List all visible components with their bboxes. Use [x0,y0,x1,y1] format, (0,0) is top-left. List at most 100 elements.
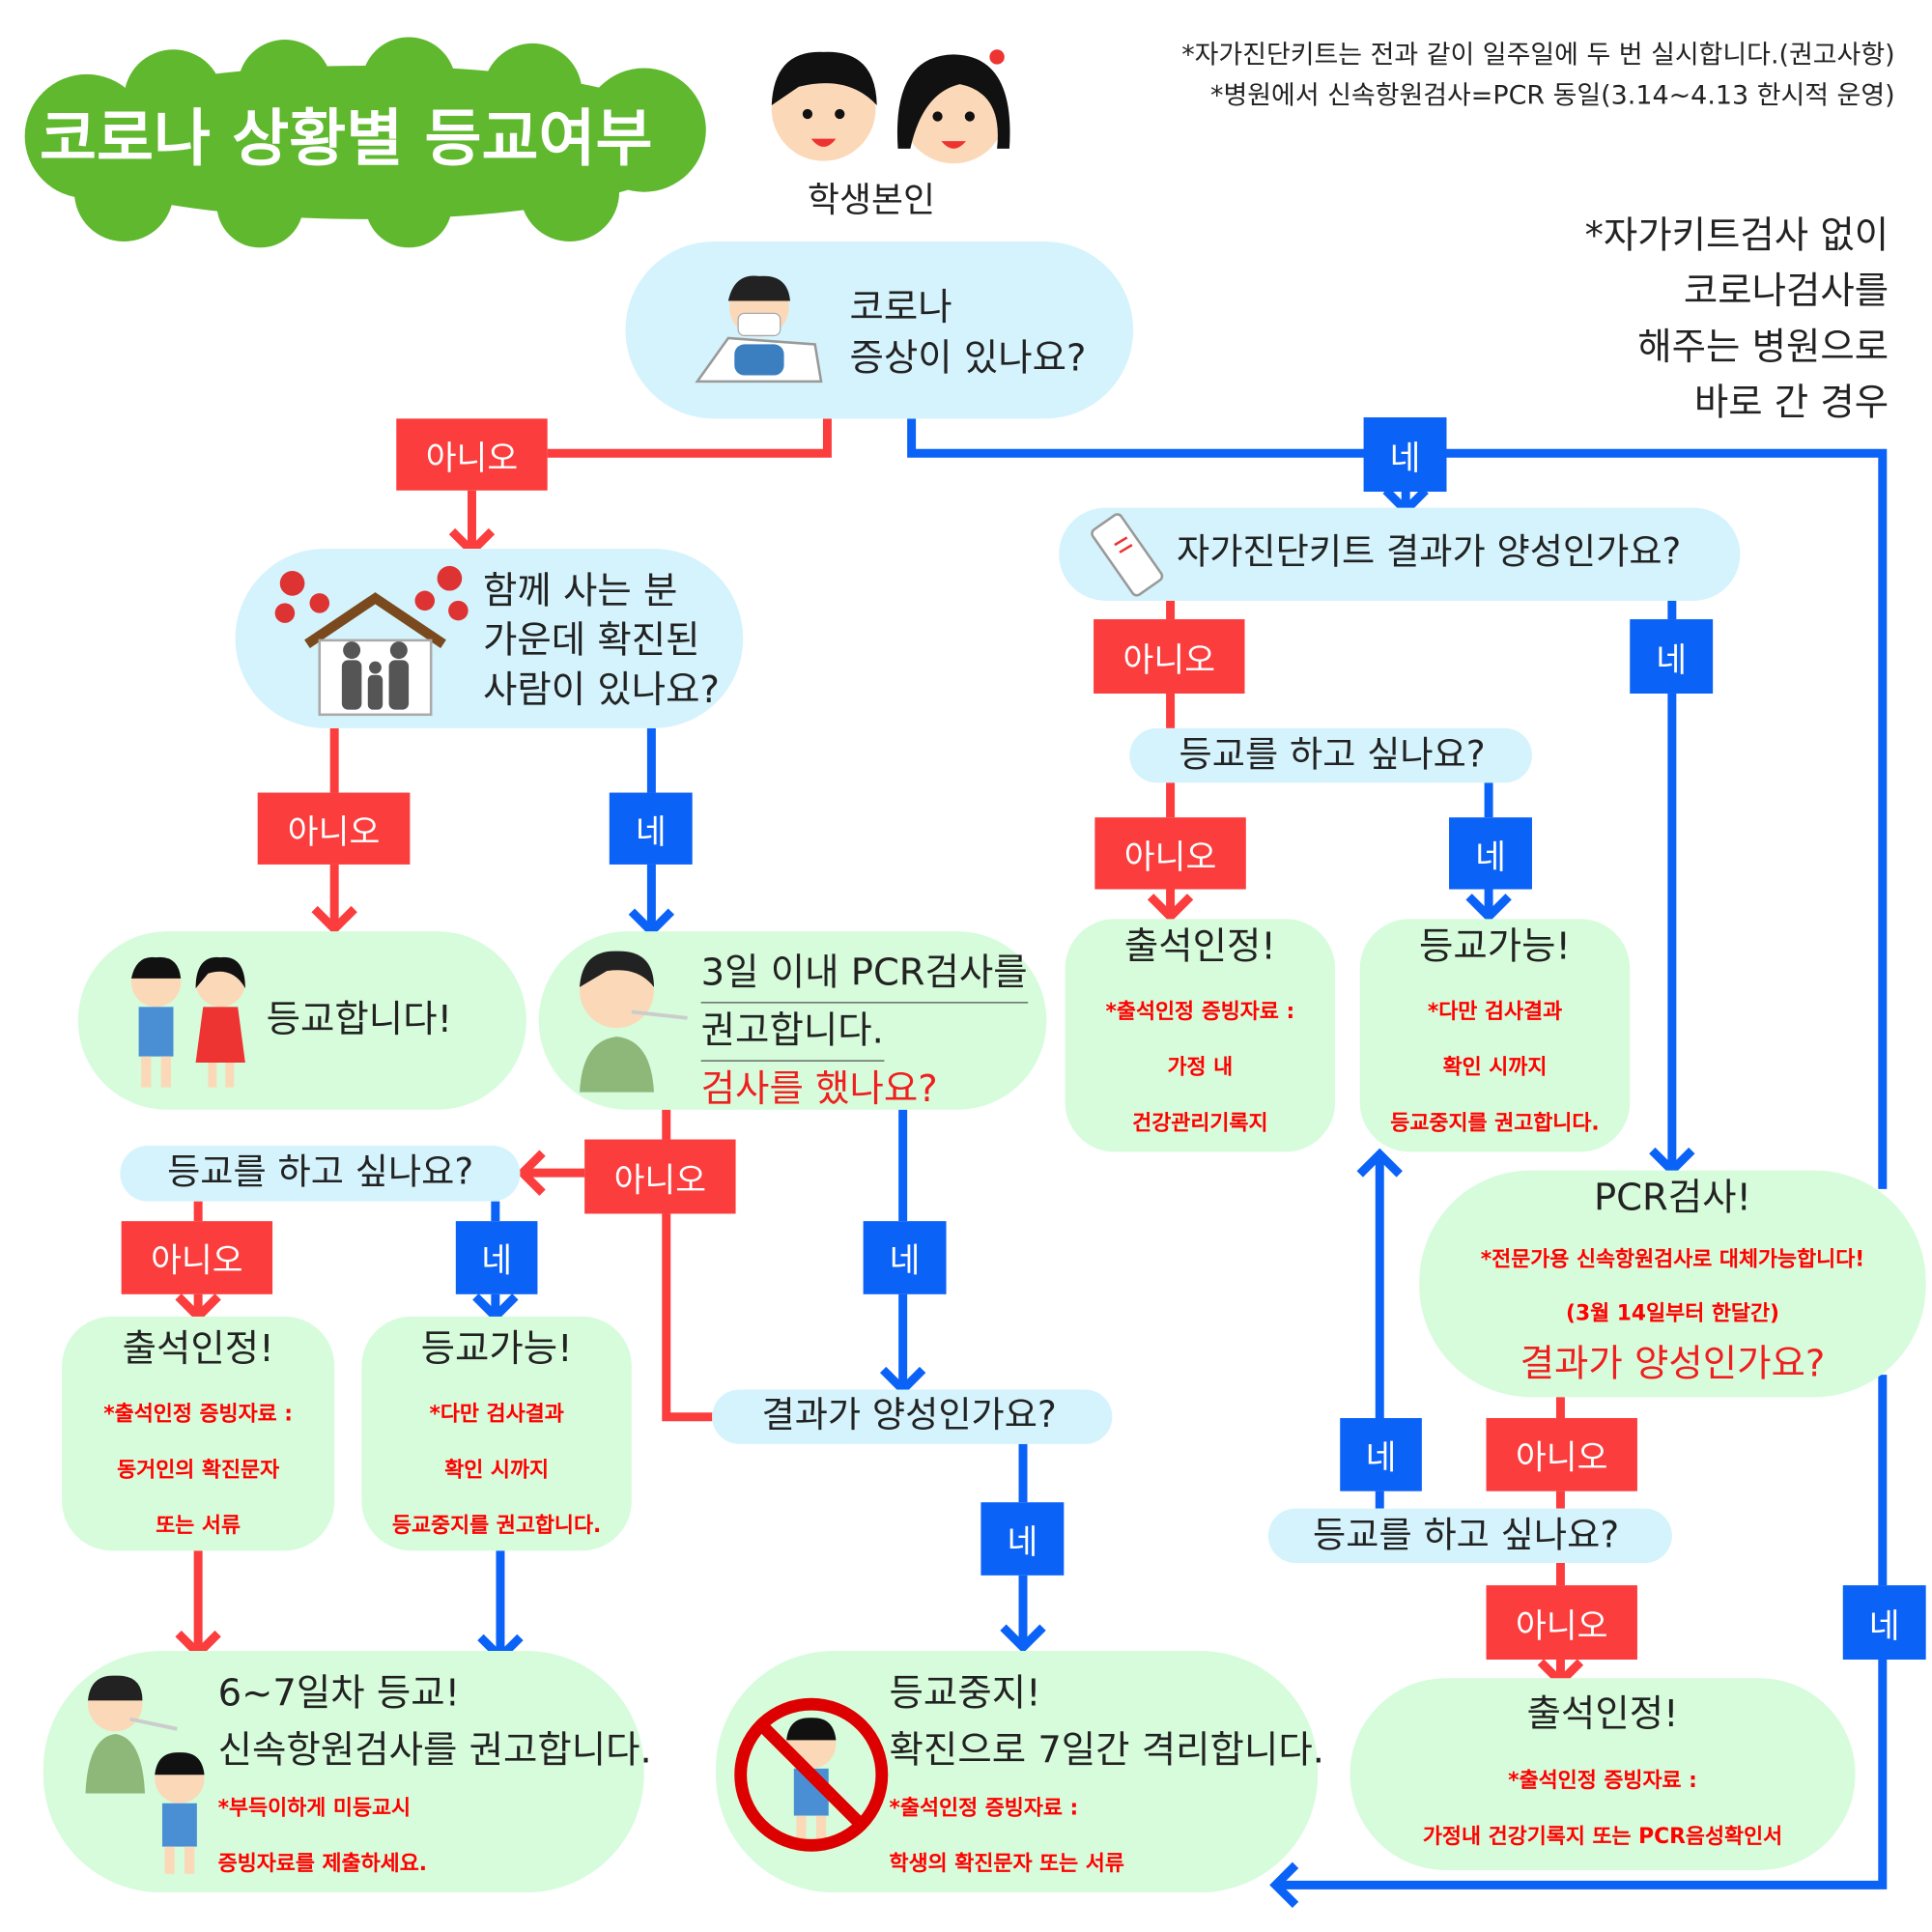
text-line: 증상이 있나요? [849,336,1087,381]
stop-note: 학생의 확진문자 또는 서류 [889,1851,1124,1877]
attendance-title: 출석인정! [122,1327,274,1372]
kit-question-text: 자가진단키트 결과가 양성인가요? [1176,529,1682,573]
node-want-school-pcr-negative [1267,1508,1672,1564]
arrowhead-icon [175,1293,221,1323]
label-yes: 네 [1630,619,1714,694]
attendance-title: 출석인정! [1123,924,1276,969]
go-school-text: 등교합니다! [266,998,453,1042]
label-yes: 네 [863,1221,947,1294]
node-attendance-home [1065,919,1336,1152]
node-can-attend-kit [1359,919,1631,1152]
arrowhead-icon [1465,894,1512,923]
node-kit-question [1059,507,1741,601]
label-no: 아니오 [396,418,548,491]
arrowhead-icon [1649,1147,1695,1177]
arrowhead-icon [311,905,357,935]
text-line: 6~7일차 등교! [217,1671,461,1716]
can-attend-note: 확인 시까지 [444,1458,550,1483]
pcr-test-question: 결과가 양성인가요? [1520,1342,1826,1386]
arrowhead-icon [1356,1148,1403,1178]
attendance-note: *출석인정 증빙자료 : [1105,999,1295,1025]
text-line: 권고합니다. [700,1004,884,1062]
node-pcr-test [1419,1170,1926,1398]
can-attend-note: 등교중지를 권고합니다. [1390,1111,1600,1136]
can-attend-note: *다만 검사결과 [429,1402,564,1427]
node-symptom-question [625,242,1134,419]
text-line: 사람이 있나요? [483,668,720,713]
day67-text: 6~7일차 등교! 신속항원검사를 권고합니다. [218,1665,652,1779]
connector-line [662,1213,713,1422]
attendance-note: 또는 서류 [156,1513,242,1539]
arrowhead-icon [1147,894,1194,923]
stop-note: *출석인정 증빙자료 : [889,1796,1079,1821]
side-note-line: *자가키트검사 없이 [1584,213,1889,258]
label-no: 아니오 [1486,1585,1637,1661]
label-no: 아니오 [1094,619,1245,694]
label-no: 아니오 [257,792,411,865]
note-hospital: *병원에서 신속항원검사=PCR 동일(3.14~4.13 한시적 운영) [1210,80,1895,111]
side-note-line: 해주는 병원으로 [1637,326,1889,370]
text-line: 3일 이내 PCR검사를 [700,945,1028,1004]
label-yes: 네 [609,792,693,865]
text-line: 검사를 했나요? [700,1067,938,1112]
label-no: 아니오 [584,1139,736,1214]
label-yes: 네 [455,1221,538,1294]
parent-swab-child-icon [85,1675,205,1874]
kids-backpack-icon [130,956,245,1088]
connector-line [547,418,832,458]
label-no: 아니오 [121,1221,273,1294]
attendance-note: *출석인정 증빙자료 : [1508,1768,1697,1794]
arrowhead-icon [1269,1861,1299,1909]
side-note-line: 바로 간 경우 [1693,381,1889,425]
day67-note: *부득이하게 미등교시 [217,1796,412,1821]
attendance-note: 동거인의 확진문자 [117,1458,280,1483]
students-icon [771,49,1010,164]
stop-text: 등교중지! 확진으로 7일간 격리합니다. [890,1665,1324,1779]
can-attend-note: 확인 시까지 [1442,1055,1548,1080]
node-want-school-kit-negative [1129,727,1532,783]
connector-line [1275,1660,1888,1889]
text-line: 가운데 확진된 [483,619,700,663]
title-cloud-shape [24,37,706,248]
side-note: *자가키트검사 없이 코로나검사를 해주는 병원으로 바로 간 경우 [1585,208,1889,431]
can-attend-title: 등교가능! [1419,924,1571,969]
student-label: 학생본인 [807,179,936,221]
want-school-text: 등교를 하고 싶나요? [1313,1513,1620,1556]
label-yes: 네 [1363,417,1447,492]
label-no: 아니오 [1094,817,1246,890]
attendance-note: 가정 내 [1167,1055,1234,1080]
label-yes: 네 [1449,817,1532,890]
label-yes: 네 [1340,1418,1422,1492]
want-school-text: 등교를 하고 싶나요? [1179,733,1486,776]
text-line: 코로나 [849,286,952,330]
can-attend-title: 등교가능! [420,1327,573,1372]
can-attend-note: 등교중지를 권고합니다. [391,1513,602,1539]
text-line: 함께 사는 분 [483,569,678,613]
house-virus-icon [274,565,469,717]
arrowhead-icon [516,1150,546,1196]
side-note-line: 코로나검사를 [1683,270,1889,314]
label-yes: 네 [1842,1585,1926,1661]
pcr-test-note: *전문가용 신속항원검사로 대체가능합니다! [1480,1247,1865,1272]
text-line: 등교중지! [889,1671,1041,1716]
sick-child-icon [695,275,823,384]
note-kit: *자가진단키트는 전과 같이 일주일에 두 번 실시합니다.(권고사항) [1181,40,1895,70]
node-attendance-family [62,1316,335,1551]
attendance-note: 가정내 건강기록지 또는 PCR음성확인서 [1422,1824,1783,1850]
text-line: 확진으로 7일간 격리합니다. [889,1728,1324,1773]
can-attend-note: *다만 검사결과 [1427,999,1563,1025]
pcr-recommend-text: 3일 이내 PCR검사를 권고합니다. 검사를 했나요? [700,945,1028,1118]
arrowhead-icon [1000,1624,1046,1654]
node-result-question [712,1389,1113,1444]
no-entry-child-icon [734,1697,889,1852]
label-no: 아니오 [1486,1418,1637,1492]
node-day67-return [43,1651,644,1893]
page-title: 코로나 상황별 등교여부 [40,102,653,175]
pcr-test-title: PCR검사! [1593,1176,1751,1220]
attendance-title: 출석인정! [1526,1692,1679,1737]
text-line: 신속항원검사를 권고합니다. [217,1728,652,1773]
